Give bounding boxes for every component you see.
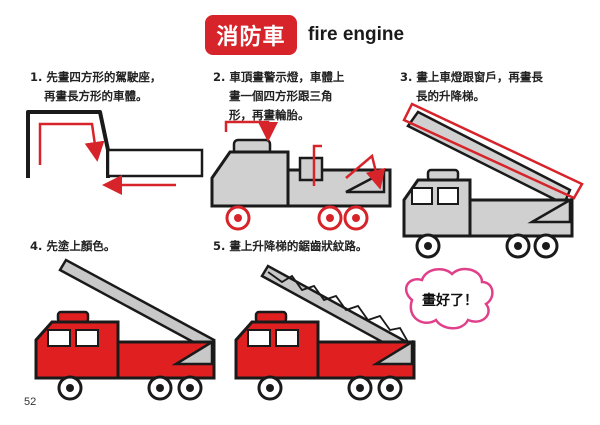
- step-4-text: 4. 先塗上顏色。: [30, 237, 115, 256]
- step-1-line-1: 1. 先畫四方形的駕駛座，: [30, 70, 162, 84]
- step-5-line-1: 5. 畫上升降梯的鋸齒狀紋路。: [213, 239, 368, 253]
- step-4-line-1: 4. 先塗上顏色。: [30, 239, 116, 253]
- step-3-text: 3. 畫上車燈跟窗戶，再畫長 長的升降梯。: [400, 68, 543, 106]
- step-5-drawing: [234, 264, 416, 401]
- step-5-text: 5. 畫上升降梯的鋸齒狀紋路。: [213, 237, 367, 256]
- done-bubble: [404, 267, 494, 330]
- step-2-line-2: 畫一個四方形跟三角: [229, 89, 333, 103]
- step-3-drawing: [402, 102, 584, 259]
- page-number: 52: [24, 396, 37, 408]
- step-2-line-3: 形，再畫輪胎。: [229, 108, 310, 122]
- page-title: 消防車: [205, 15, 297, 55]
- step-1-line-2: 再畫長方形的車體。: [44, 89, 148, 103]
- step-2-line-1: 2. 車頂畫警示燈，車體上: [213, 70, 345, 84]
- page-title-english: fire engine: [308, 24, 405, 45]
- step-2-drawing: [210, 120, 392, 231]
- step-3-line-1: 3. 畫上車燈跟窗戶，再畫長: [400, 70, 543, 84]
- step-4-drawing: [34, 258, 216, 401]
- step-2-text: 2. 車頂畫警示燈，車體上 畫一個四方形跟三角 形，再畫輪胎。: [213, 68, 344, 125]
- done-bubble-text: 畫好了！: [422, 293, 478, 309]
- step-1-drawing: [26, 110, 204, 195]
- step-3-line-2: 長的升降梯。: [416, 89, 485, 103]
- step-1-text: 1. 先畫四方形的駕駛座， 再畫長方形的車體。: [30, 68, 161, 106]
